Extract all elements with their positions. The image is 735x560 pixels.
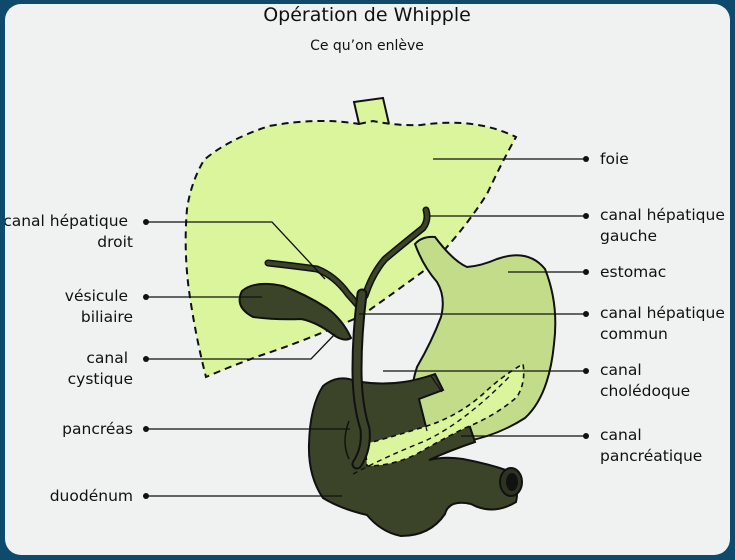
label-canal-pancreatique: canal pancréatique — [600, 426, 702, 465]
label-pancreas: pancréas — [62, 420, 133, 438]
label-canal-hepatique-droit: canal hépatique droit — [5, 212, 133, 251]
label-canal-hepatique-gauche: canal hépatique gauche — [600, 206, 730, 245]
label-estomac: estomac — [600, 263, 666, 281]
gallbladder — [238, 282, 353, 341]
leader-dots — [143, 156, 589, 499]
diagram-subtitle: Ce qu’on enlève — [310, 38, 424, 54]
label-foie: foie — [600, 150, 629, 168]
diagram-panel: Opération de Whipple Ce qu’on enlève — [5, 4, 730, 555]
pancreas-tail — [364, 362, 525, 467]
label-canal-hepatique-commun: canal hépatique commun — [600, 304, 730, 343]
diagram-title: Opération de Whipple — [263, 4, 471, 26]
pancreatic-duct — [352, 375, 511, 475]
label-duodenum: duodénum — [50, 487, 133, 505]
whipple-diagram: Opération de Whipple Ce qu’on enlève — [5, 4, 730, 538]
label-canal-choledoque: canal cholédoque — [600, 361, 690, 400]
label-canal-cystique: canal cystique — [68, 349, 133, 388]
label-vesicule-biliaire: vésicule biliaire — [65, 287, 133, 326]
leader-lines — [146, 158, 586, 497]
